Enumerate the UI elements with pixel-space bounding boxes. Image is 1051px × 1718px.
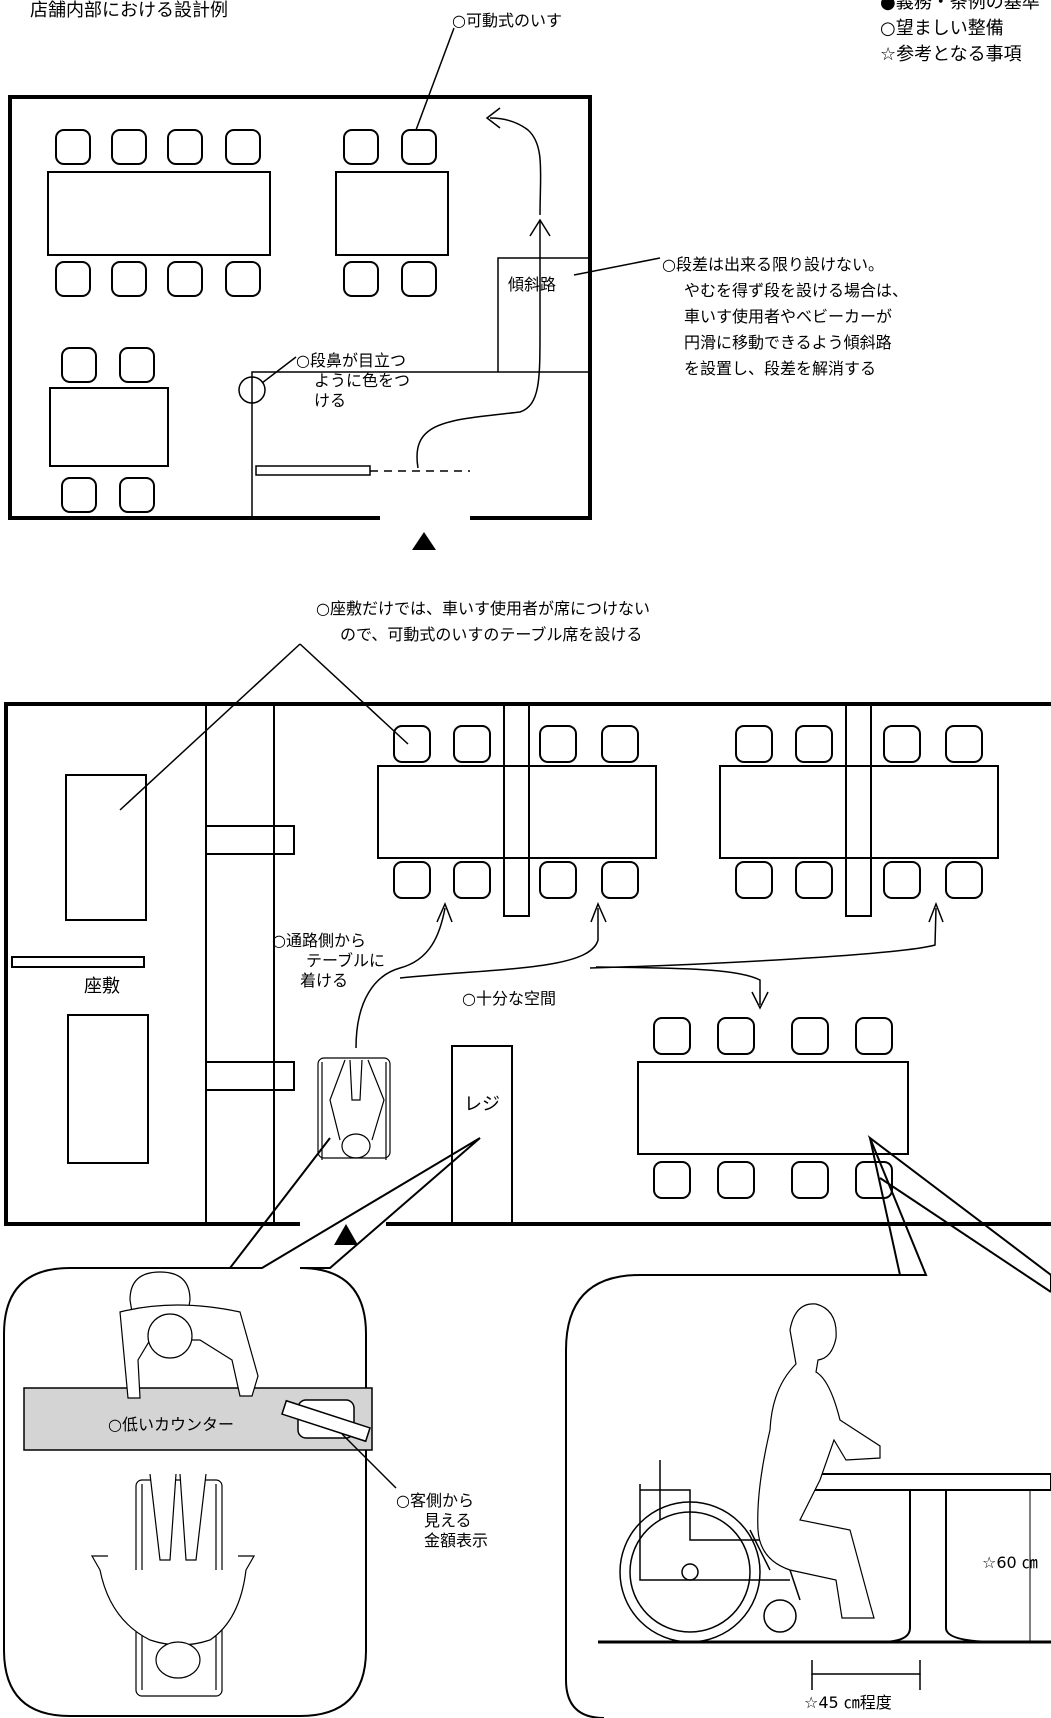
- aisle-note-line-1: ○通路側から: [272, 931, 366, 950]
- entrance-marker-lower: [334, 1224, 358, 1245]
- step-note-line-2: やむを得ず段を設ける場合は、: [684, 281, 908, 300]
- step-note-line-3: 車いす使用者やベビーカーが: [684, 307, 892, 326]
- step-note-line-1: ○段差は出来る限り設けない。: [662, 255, 884, 274]
- entrance-marker-upper: [412, 532, 436, 550]
- ramp-label: 傾斜路: [508, 275, 556, 294]
- price-note-line-3: 金額表示: [424, 1531, 488, 1550]
- nosing-note-line-1: ○段鼻が目立つ: [296, 351, 406, 370]
- space-note: ○十分な空間: [462, 989, 556, 1008]
- knee-clearance-label: ☆45 ㎝程度: [804, 1693, 892, 1712]
- nosing-note-line-3: ける: [314, 391, 346, 410]
- counter-detail-bubble: [3, 1137, 481, 1717]
- legend-desirable: ○望ましい整備: [880, 18, 1004, 39]
- legend-reference: ☆参考となる事項: [880, 44, 1022, 65]
- table-height-label: ☆60 ㎝: [982, 1553, 1038, 1572]
- low-counter-label: ○低いカウンター: [108, 1415, 234, 1434]
- register-label: レジ: [464, 1094, 500, 1115]
- floor-plan-upper: [8, 27, 661, 520]
- nosing-note-line-2: ように色をつ: [314, 371, 410, 390]
- seating-note-line-2: ので、可動式のいすのテーブル席を設ける: [340, 625, 642, 644]
- table-detail-bubble: [565, 1134, 1051, 1718]
- price-note-line-1: ○客側から: [396, 1491, 474, 1510]
- seating-note-line-1: ○座敷だけでは、車いす使用者が席につけない: [316, 599, 650, 618]
- legend-mandatory: ●義務・条例の基準: [880, 0, 1040, 13]
- zashiki-label: 座敷: [84, 976, 120, 997]
- movable-chair-label: ○可動式のいす: [452, 11, 562, 30]
- floor-plan-lower: [4, 643, 1051, 1226]
- price-note-line-2: 見える: [424, 1511, 472, 1530]
- aisle-note-line-2: テーブルに: [306, 951, 385, 970]
- page-title: 店舗内部における設計例: [30, 0, 228, 21]
- aisle-note-line-3: 着ける: [300, 971, 348, 990]
- wheelchair-user-topview-icon: [317, 1057, 391, 1160]
- step-note-line-5: を設置し、段差を解消する: [684, 359, 876, 378]
- step-note-line-4: 円滑に移動できるよう傾斜路: [684, 333, 892, 352]
